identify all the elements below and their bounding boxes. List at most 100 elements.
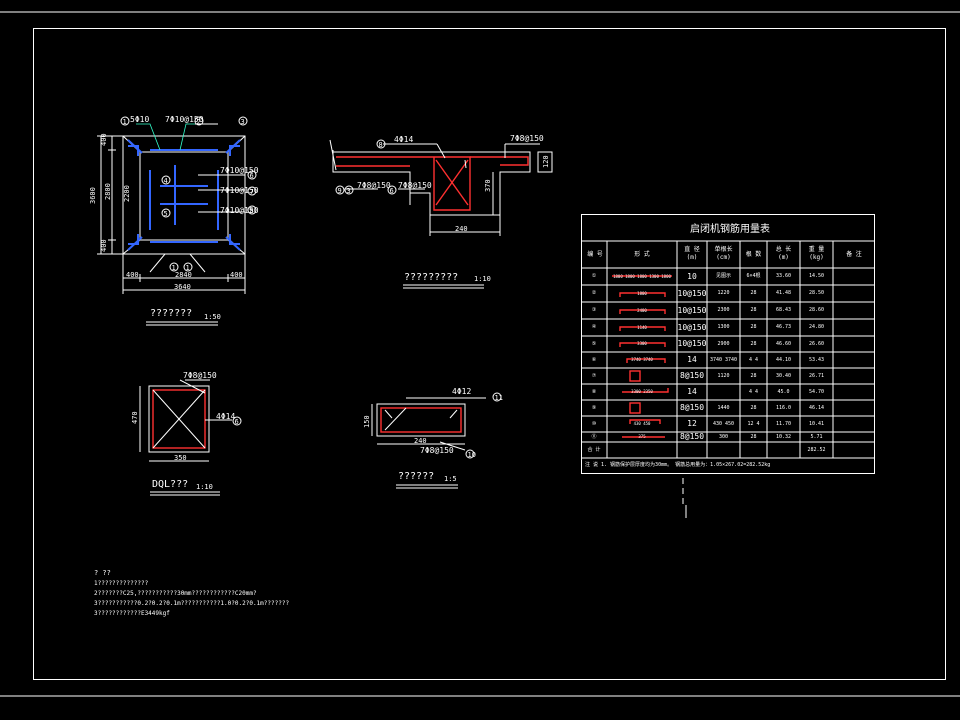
header-len: 单根长 (cm) <box>714 246 733 261</box>
svg-text:10: 10 <box>468 451 476 459</box>
table-cell: 46.73 <box>775 324 792 330</box>
svg-text:7: 7 <box>250 188 254 196</box>
notes-block: ? ?? 1?????????????? 2???????C25,???????… <box>94 569 289 617</box>
table-cell: 10@150 <box>677 339 707 348</box>
dql-label-stirrup: 7Φ8@150 <box>183 371 217 380</box>
table-cell: 28 <box>750 324 757 330</box>
table-cell: 1120 <box>717 373 730 379</box>
plan-view-title: ??????? <box>150 308 192 319</box>
table-cell: 见图示 <box>715 273 731 279</box>
table-cell: ⑥ <box>591 357 597 363</box>
table-cell: 1300 <box>717 324 730 330</box>
beam-view-scale: 1:5 <box>444 475 457 483</box>
beam-label-stirrup: 7Φ8@150 <box>420 446 454 455</box>
beam-view: 11 10 4Φ12 7Φ8@150 150 240 ?????? 1:5 <box>363 387 503 489</box>
section-label-bottom-mid: 7Φ8@150 <box>398 181 432 190</box>
table-cell: ① <box>591 273 597 279</box>
table-cell <box>607 442 677 458</box>
table-cell: 1220 <box>717 290 730 296</box>
dql-label-bars: 4Φ14 <box>216 412 235 421</box>
table-cell <box>833 268 875 285</box>
plan-label-right-3: 7Φ10@150 <box>220 206 259 215</box>
plan-dim-bottom-mid: 2840 <box>175 271 192 279</box>
dql-dim-350: 350 <box>174 454 187 462</box>
svg-text:1: 1 <box>172 264 176 272</box>
dql-outline <box>148 385 210 453</box>
table-cell: 28 <box>750 405 757 411</box>
table-cell: 3740 3740 <box>709 357 738 363</box>
table-cell: 8@150 <box>679 432 705 441</box>
table-header-row: 编 号 形 式 直 径 (m) 单根长 (cm) 根 数 总 长 (m) 重 量… <box>581 241 875 268</box>
table-title: 启闭机钢筋用量表 <box>690 222 770 235</box>
plan-view: 1 2 3 1 1 4 5 6 7 8 5Φ10 7Φ10@150 7Φ10@1… <box>89 115 259 326</box>
plan-dim-left-mid: 2800 <box>104 183 112 200</box>
table-cell: 28 <box>750 373 757 379</box>
table-cell <box>833 336 875 352</box>
table-row: 合 计 282.52 <box>581 442 875 458</box>
table-cell: 10@150 <box>677 306 707 315</box>
section-dim-120: 120 <box>542 155 550 168</box>
dql-view-title: DQL??? <box>152 479 188 490</box>
plan-dim-inner: 2200 <box>123 185 131 202</box>
plan-dim-left-top: 400 <box>100 133 108 146</box>
table-cell: 10 <box>687 272 697 281</box>
section-dim-240: 240 <box>455 225 468 233</box>
table-cell: 14 <box>687 387 697 396</box>
beam-outline <box>376 403 466 437</box>
table-cell <box>833 400 875 416</box>
header-total: 总 长 (m) <box>775 246 792 261</box>
plan-dim-bottom-total: 3640 <box>174 283 191 291</box>
table-cell: 282.52 <box>807 447 826 453</box>
table-cell: 2900 <box>717 341 730 347</box>
table-cell: 116.0 <box>775 405 792 411</box>
beam-view-title: ?????? <box>398 471 434 482</box>
svg-text:9: 9 <box>338 187 342 195</box>
dql-view: 6 7Φ8@150 4Φ14 470 350 DQL??? 1:10 <box>131 371 242 496</box>
svg-text:4: 4 <box>164 177 168 185</box>
section-view-title: ????????? <box>404 272 458 283</box>
plan-dim-left-bot: 400 <box>100 239 108 252</box>
table-cell <box>833 319 875 336</box>
table-cell: 4 4 <box>748 357 759 363</box>
dql-stirrup <box>152 389 206 449</box>
plan-label-5phi10: 5Φ10 <box>130 115 149 124</box>
table-cell <box>740 442 767 458</box>
table-cell: ④ <box>591 324 597 330</box>
table-cell: 28 <box>750 434 757 440</box>
table-cell <box>607 400 677 416</box>
table-footnote: 注 说 1. 钢筋保护层厚度均为30mm。 钢筋总用量为：1.05×267.02… <box>585 462 771 468</box>
section-dim-370: 370 <box>484 179 492 192</box>
table-cell: 28 <box>750 341 757 347</box>
plan-label-right-2: 7Φ10@150 <box>220 186 259 195</box>
table-cell: 33.60 <box>775 273 792 279</box>
table-cell: 11.70 <box>775 421 792 427</box>
table-cell: 14 <box>687 355 697 364</box>
table-cell <box>833 384 875 400</box>
svg-text:3: 3 <box>241 118 245 126</box>
dql-view-scale: 1:10 <box>196 483 213 491</box>
table-cell: 6×4根 <box>746 273 761 279</box>
section-view: 8 9 3 6 4Φ14 7Φ8@150 7Φ8@150 7Φ8@150 120… <box>329 134 553 289</box>
svg-text:6: 6 <box>250 172 254 180</box>
table-cell: 10.41 <box>808 421 825 427</box>
plan-label-right-1: 7Φ10@150 <box>220 166 259 175</box>
table-cell: ③ <box>591 307 597 313</box>
table-cell: 44.10 <box>775 357 792 363</box>
table-cell: 53.43 <box>808 357 825 363</box>
table-cell: 14.50 <box>808 273 825 279</box>
table-cell: 合 计 <box>587 447 601 453</box>
table-cell: 375 <box>638 434 646 439</box>
table-cell: ⑤ <box>591 341 597 347</box>
table-cell <box>707 442 740 458</box>
table-cell <box>833 442 875 458</box>
table-cell: 46.14 <box>808 405 825 411</box>
svg-text:3: 3 <box>347 187 351 195</box>
table-cell <box>833 416 875 432</box>
svg-text:11: 11 <box>495 394 503 402</box>
